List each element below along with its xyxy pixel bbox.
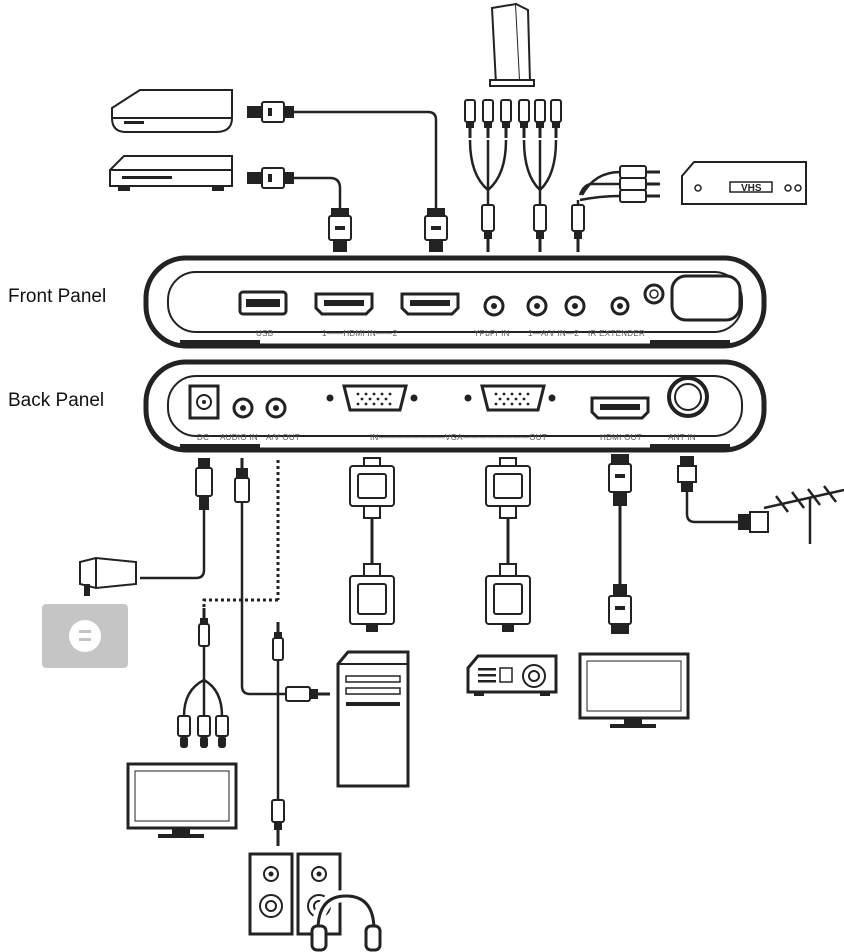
power-cable <box>140 458 213 580</box>
ir-window <box>670 274 742 322</box>
av-out-splitter-cable <box>177 606 229 748</box>
vga-out-port <box>480 384 546 412</box>
projector-icon <box>466 654 558 696</box>
antenna-cable <box>677 456 769 533</box>
set-top-box-icon <box>111 89 233 133</box>
vhs-av-cable <box>576 170 621 206</box>
pc-tower-icon <box>336 650 410 788</box>
audio-in-cable <box>234 458 330 702</box>
back-panel: DC AUDIO IN A/V OUT IN————————VGA———————… <box>143 359 767 453</box>
vga-out-cable <box>485 457 531 632</box>
front-panel: USB 1——HDMI IN——2 YPbPr IN 1—A/V IN—2 IR… <box>143 255 767 349</box>
rca-plugs-top <box>463 98 563 140</box>
ant-in-label: ANT IN <box>668 433 696 442</box>
game-console-icon <box>489 2 535 87</box>
tv-icon-right <box>578 652 690 728</box>
av-out-label: A/V OUT <box>266 433 300 442</box>
tv-icon-left <box>126 762 238 838</box>
dc-label: DC <box>197 433 209 442</box>
vhs-label: VHS <box>741 183 762 194</box>
hdmi-cable-1 <box>292 110 438 210</box>
power-adapter-icon <box>79 556 137 596</box>
hdmi-in-label: 1——HDMI IN——2 <box>322 329 398 338</box>
vga-in-cable <box>349 457 395 632</box>
hdmi-plug-front-1 <box>328 208 352 252</box>
ir-extender-label: IR EXTENDER <box>588 329 645 338</box>
ypbpr-cable <box>468 139 558 205</box>
speakers-icon <box>248 852 342 936</box>
vga-in-port <box>342 384 408 412</box>
dvd-player-icon <box>109 155 233 191</box>
front-panel-label: Front Panel <box>8 286 107 307</box>
speaker-cable <box>271 620 285 846</box>
antenna-icon <box>763 485 844 544</box>
headphones-icon <box>310 889 382 952</box>
vga-label: IN————————VGA————————OUT <box>370 433 547 442</box>
vhs-player-icon: VHS <box>681 161 807 205</box>
hdmi-plug-h1 <box>247 101 294 123</box>
hdmi-plug-h2 <box>247 167 294 189</box>
front-jacks <box>483 283 665 317</box>
hdmi-out-label: HDMI OUT <box>600 433 642 442</box>
av-out-dotted-line <box>202 460 280 612</box>
audio-in-label: AUDIO IN <box>220 433 258 442</box>
usb-label: USB <box>256 329 273 338</box>
ypbpr-in-label: YPbPr IN <box>474 329 510 338</box>
vhs-rca-plugs <box>571 165 660 252</box>
av-in-label: 1—A/V IN—2 <box>528 329 579 338</box>
hdmi-plug-front-2 <box>424 208 448 252</box>
hdmi-out-cable <box>608 454 632 634</box>
power-outlet-icon <box>42 604 128 668</box>
rca-plugs-front <box>481 204 547 252</box>
back-panel-label: Back Panel <box>8 390 105 411</box>
